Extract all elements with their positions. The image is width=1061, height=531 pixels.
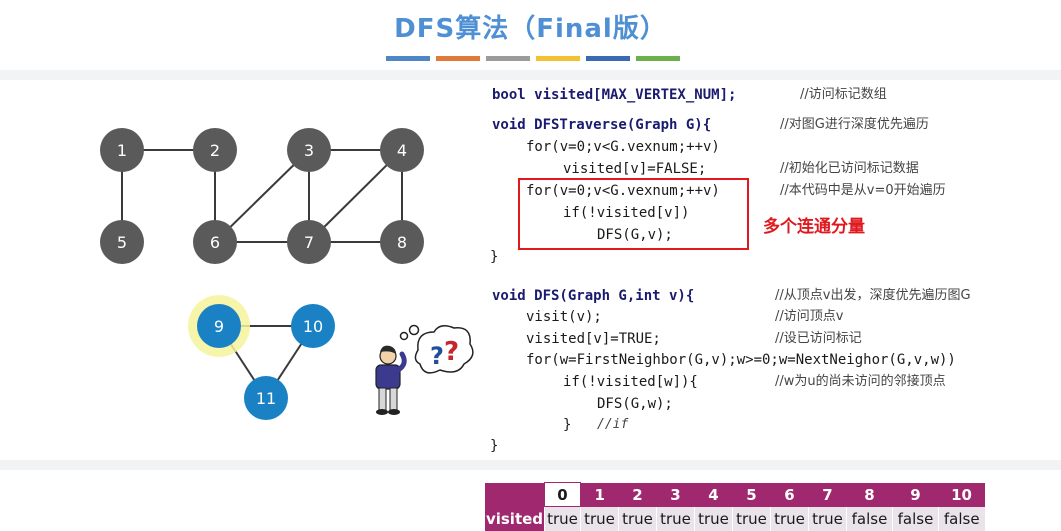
title-color-bar: [436, 56, 480, 61]
code-comment: //访问标记数组: [800, 87, 887, 102]
visited-value-cell: true: [770, 506, 809, 531]
code-line: bool visited[MAX_VERTEX_NUM];: [492, 87, 737, 103]
graph1-node-label: 5: [117, 233, 127, 252]
visited-value-cell: false: [846, 506, 893, 531]
visited-row-label: visited: [484, 506, 545, 531]
graph1-node-label: 3: [304, 141, 314, 160]
code-comment: //从顶点v出发，深度优先遍历图G: [775, 288, 971, 303]
visited-index-cell: 10: [938, 482, 985, 507]
question-mark-icon: ?: [430, 342, 444, 370]
visited-value-cell: false: [892, 506, 939, 531]
title-color-bar: [536, 56, 580, 61]
code-line: visit(v);: [526, 309, 602, 325]
graph1-node-label: 6: [210, 233, 220, 252]
visited-value-cell: true: [618, 506, 657, 531]
graph1-node-label: 4: [397, 141, 407, 160]
visited-value-cell: false: [938, 506, 985, 531]
visited-value-cell: true: [656, 506, 695, 531]
title-color-bar: [586, 56, 630, 61]
graph1-node-label: 8: [397, 233, 407, 252]
code-line: }: [490, 249, 499, 265]
visited-index-cell: 2: [618, 482, 657, 507]
graph1-node-6: [193, 220, 237, 264]
title-color-bar: [386, 56, 430, 61]
code-line: }: [490, 438, 499, 454]
code-comment: //初始化已访问标记数据: [780, 161, 919, 176]
visited-index-cell: 8: [846, 482, 893, 507]
visited-value-cell: true: [732, 506, 771, 531]
visited-value-cell: true: [808, 506, 847, 531]
code-line: if(!visited[w]){: [563, 374, 698, 390]
title-color-bar: [486, 56, 530, 61]
visited-index-cell: 7: [808, 482, 847, 507]
code-line: void DFSTraverse(Graph G){: [492, 117, 712, 133]
visited-index-cell: 9: [892, 482, 939, 507]
graph1-node-7: [287, 220, 331, 264]
visited-index-cell: 3: [656, 482, 695, 507]
graph1-node-label: 7: [304, 233, 314, 252]
code-line: for(v=0;v<G.vexnum;++v): [526, 139, 720, 155]
graph1-edges: [121, 149, 403, 243]
graph1-node-1: [100, 128, 144, 172]
code-line: void DFS(Graph G,int v){: [492, 288, 695, 304]
confused-person-illustration: ? ?: [375, 324, 474, 415]
code-comment: //设已访问标记: [775, 331, 862, 346]
visited-value-cell: true: [544, 506, 581, 531]
code-comment: //访问顶点v: [775, 309, 844, 324]
visited-index-cell: 4: [694, 482, 733, 507]
graph1-node-4: [380, 128, 424, 172]
visited-index-cell: 5: [732, 482, 771, 507]
visited-value-cell: true: [580, 506, 619, 531]
code-comment: //w为u的尚未访问的邻接顶点: [775, 374, 946, 389]
graph1-node-label: 2: [210, 141, 220, 160]
question-mark-icon: ?: [444, 337, 459, 367]
graph2-node-label: 9: [214, 317, 224, 336]
graph2-node-10: [291, 304, 335, 348]
graph2-nodes: 9 10 11: [188, 295, 335, 420]
graph2-node-11: [244, 376, 288, 420]
visited-index-cell: 6: [770, 482, 809, 507]
graph1-node-5: [100, 220, 144, 264]
visited-index-cell: 1: [580, 482, 619, 507]
slide-title: DFS算法（Final版）: [394, 14, 667, 44]
visited-value-cell: true: [694, 506, 733, 531]
background-band: [0, 460, 1061, 470]
code-line: }: [563, 417, 572, 433]
graph1-node-label: 1: [117, 141, 127, 160]
code-comment: //本代码中是从v=0开始遍历: [780, 183, 946, 198]
annotation-label: 多个连通分量: [763, 217, 865, 237]
visited-table-corner: [484, 482, 545, 507]
graph2-node-label: 11: [256, 389, 276, 408]
highlight-box: [518, 178, 749, 250]
graph2-node-9: [197, 304, 241, 348]
code-line: for(w=FirstNeighbor(G,v);w>=0;w=NextNeig…: [526, 352, 956, 368]
code-line: DFS(G,w);: [597, 396, 673, 412]
graph-diagram: 1 2 3 4 5 6 7 8 9 10 11: [100, 128, 424, 420]
graph1-node-8: [380, 220, 424, 264]
title-color-bar: [636, 56, 680, 61]
code-line: visited[v]=TRUE;: [526, 331, 661, 347]
graph1-node-2: [193, 128, 237, 172]
visited-index-cell: 0: [544, 482, 581, 507]
graph1-nodes: 1 2 3 4 5 6 7 8: [100, 128, 424, 264]
code-comment: //对图G进行深度优先遍历: [780, 117, 929, 132]
graph2-node-label: 10: [303, 317, 323, 336]
code-comment: //if: [597, 417, 629, 432]
graph1-node-3: [287, 128, 331, 172]
background-band: [0, 70, 1061, 80]
code-line: visited[v]=FALSE;: [563, 161, 707, 177]
